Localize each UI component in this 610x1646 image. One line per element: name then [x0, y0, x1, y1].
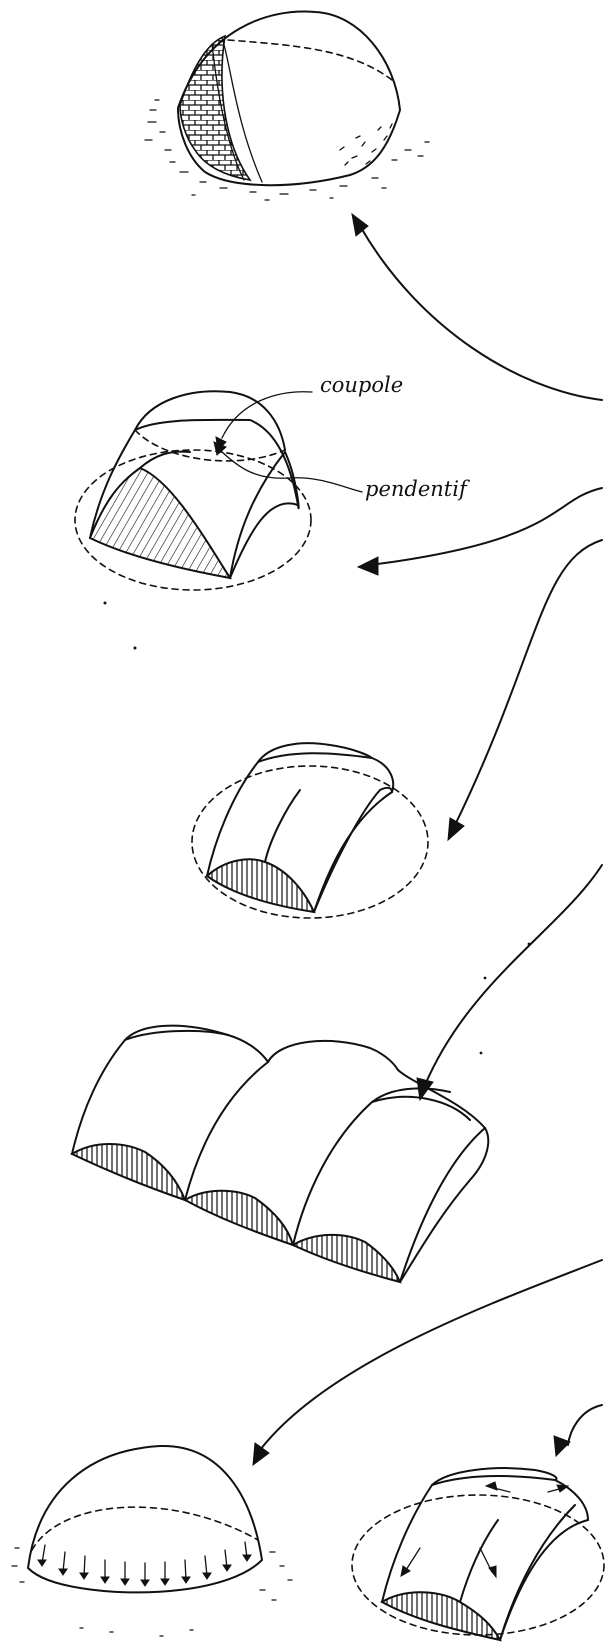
figure-earth-dome	[145, 12, 429, 200]
figure-barrel-vault-row	[72, 1026, 488, 1282]
figure-shallow-dome-thrust	[12, 1446, 292, 1636]
thrust-arrows	[38, 1542, 251, 1586]
label-coupole: coupole	[320, 373, 403, 397]
figure-vault-thrust	[352, 1468, 604, 1640]
figure-dome-on-pendentives	[75, 391, 311, 649]
label-pendentif: pendentif	[365, 477, 470, 501]
figure-barrel-vault	[192, 743, 428, 918]
